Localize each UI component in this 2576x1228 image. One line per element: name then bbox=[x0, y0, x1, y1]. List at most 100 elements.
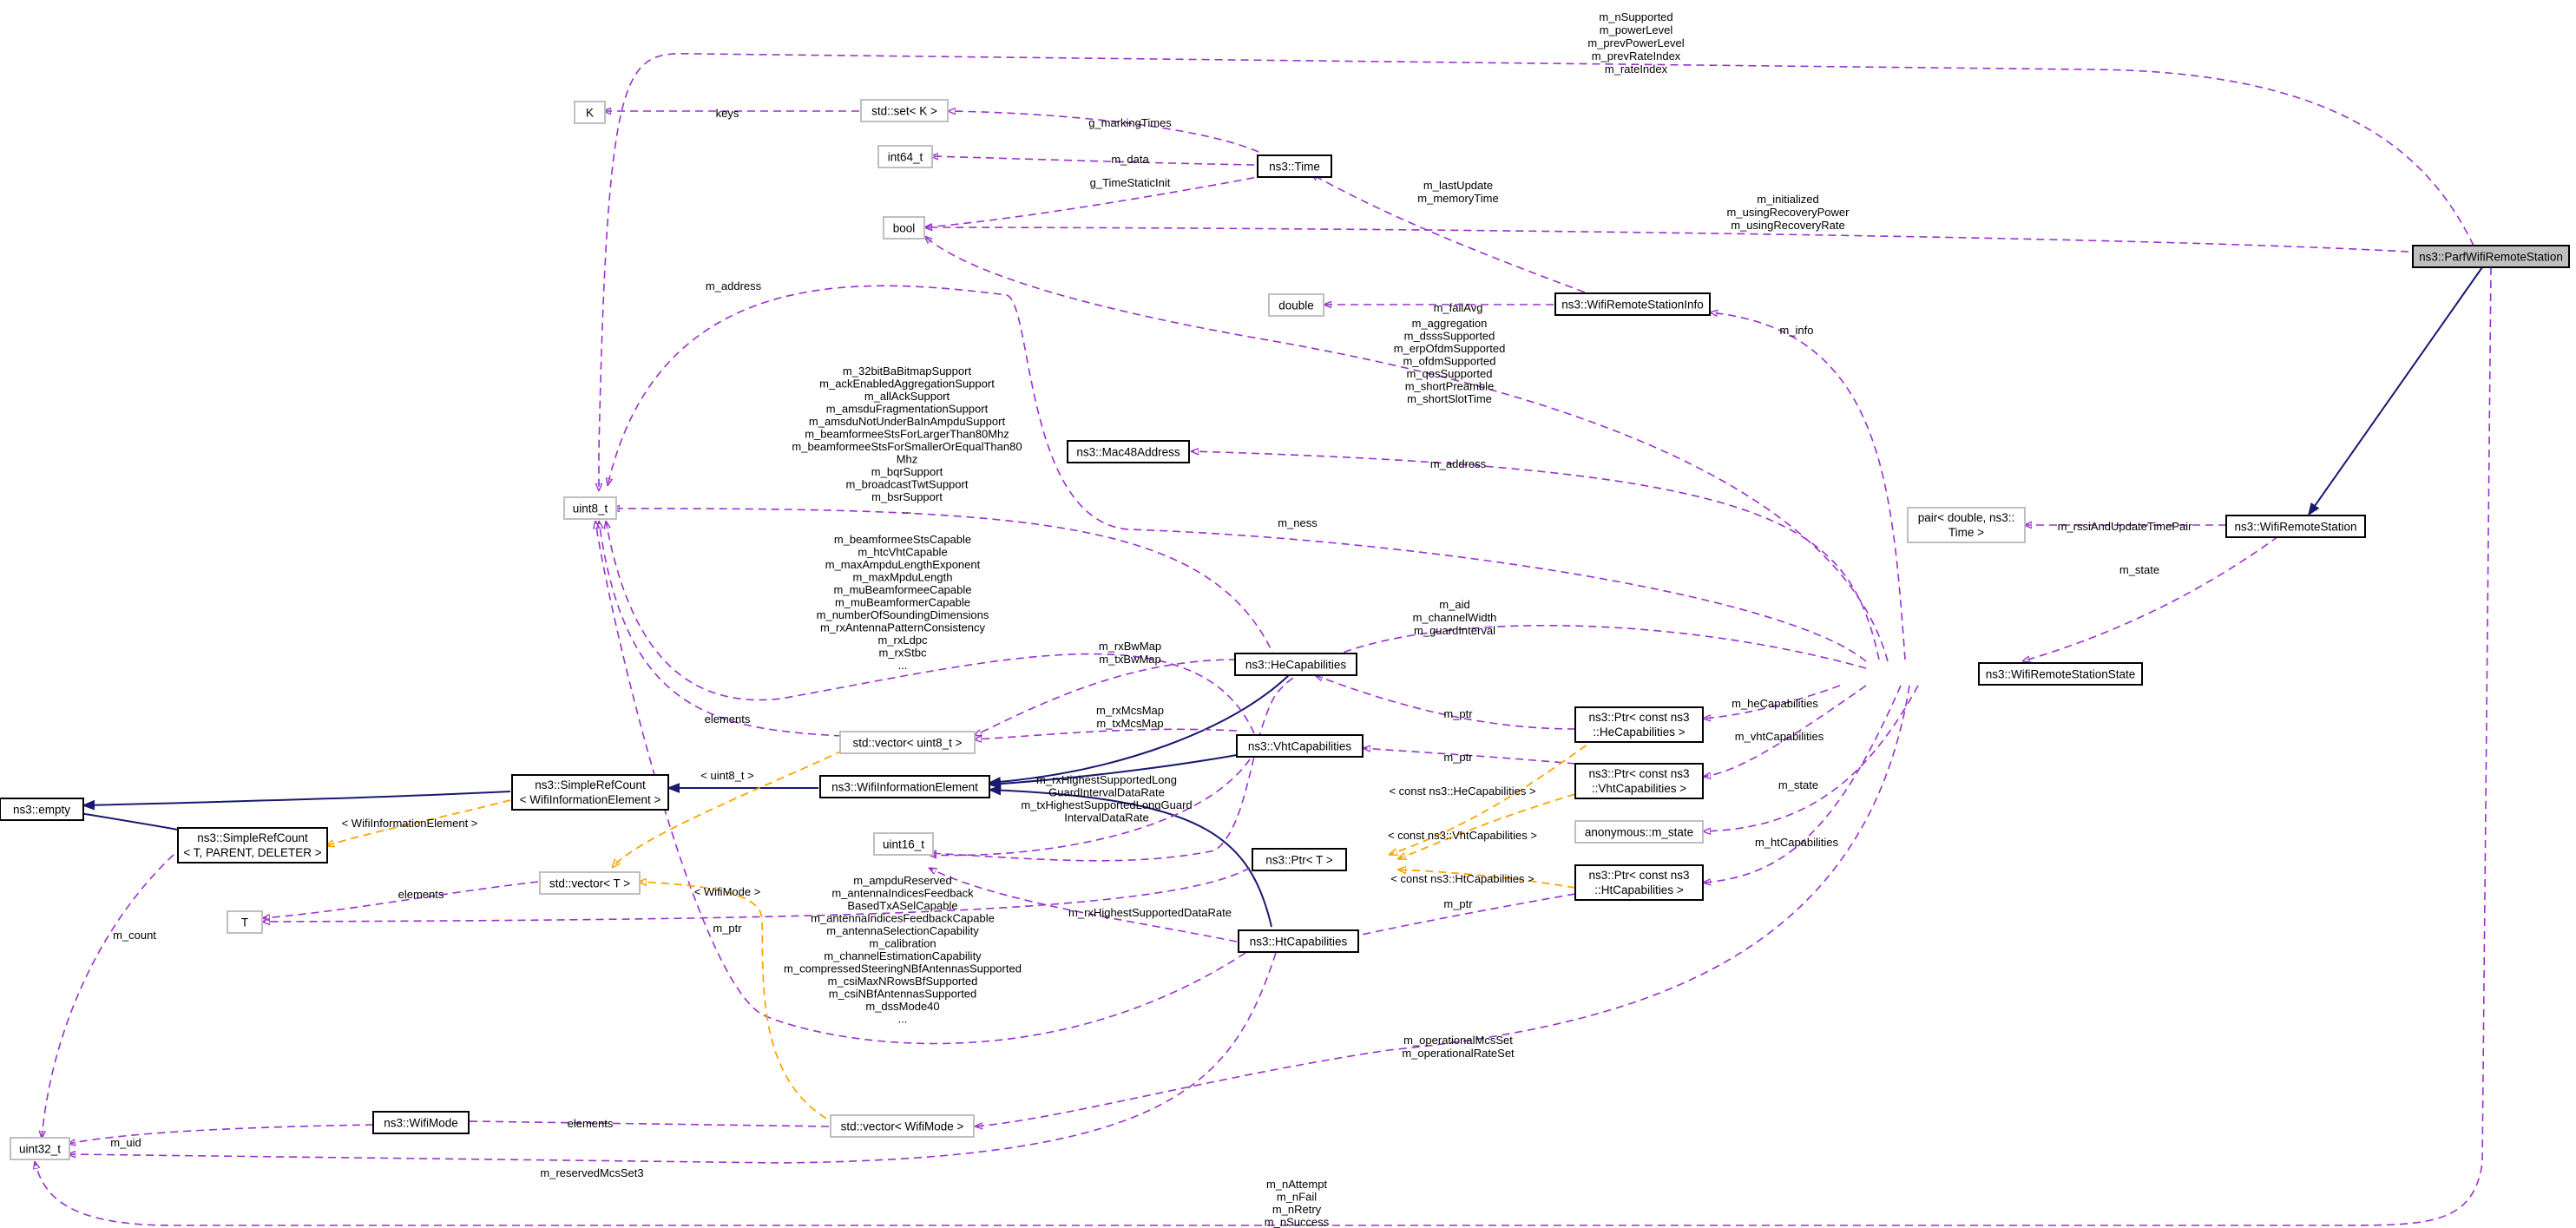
edge-label-line: m_rxBwMap bbox=[1099, 640, 1161, 653]
node-wrs[interactable]: ns3::WifiRemoteStation bbox=[2225, 515, 2366, 538]
edge-label-line: m_ptr bbox=[713, 922, 742, 935]
node-box bbox=[177, 827, 328, 864]
edge-srcwie-to-empty bbox=[83, 791, 511, 805]
node-vecWM[interactable]: std::vector< WifiMode > bbox=[830, 1114, 975, 1138]
node-bool[interactable]: bool bbox=[883, 216, 925, 240]
edge-label-keys: keys bbox=[716, 107, 739, 120]
node-htcap[interactable]: ns3::HtCapabilities bbox=[1238, 929, 1359, 953]
edge-vht-to-wie bbox=[989, 754, 1238, 785]
edge-wrss-to-vecwm bbox=[975, 685, 1910, 1126]
edge-label-line: m_channelEstimationCapability bbox=[824, 949, 982, 962]
edge-vecwm-to-wifimode-like bbox=[423, 1121, 830, 1127]
edge-label-line: m_calibration bbox=[869, 937, 936, 950]
node-time[interactable]: ns3::Time bbox=[1257, 154, 1332, 178]
node-setK[interactable]: std::set< K > bbox=[860, 99, 949, 122]
node-label: ns3::Ptr< const ns3 bbox=[1589, 869, 1690, 882]
node-srcwie[interactable]: ns3::SimpleRefCount< WifiInformationElem… bbox=[511, 774, 669, 811]
node-vecU8[interactable]: std::vector< uint8_t > bbox=[839, 731, 976, 754]
edge-label-line: m_htcVhtCapable bbox=[858, 546, 947, 559]
node-box bbox=[574, 101, 606, 124]
edge-label-failAvg: m_failAvg bbox=[1434, 301, 1483, 314]
node-vhtcap[interactable]: ns3::VhtCapabilities bbox=[1236, 734, 1364, 758]
node-label: int64_t bbox=[888, 151, 923, 164]
node-label: ::HeCapabilities > bbox=[1593, 726, 1685, 739]
node-wrsi[interactable]: ns3::WifiRemoteStationInfo bbox=[1554, 292, 1711, 316]
edge-wrss-to-anon bbox=[1703, 685, 1919, 831]
node-vecT[interactable]: std::vector< T > bbox=[539, 871, 641, 895]
edge-srcwie-tmpl bbox=[325, 799, 511, 846]
node-parf[interactable]: ns3::ParfWifiRemoteStation bbox=[2412, 245, 2570, 268]
edge-label-line: m_operationalRateSet bbox=[1402, 1047, 1515, 1060]
edge-label-line: m_antennaIndicesFeedbackCapable bbox=[811, 912, 995, 925]
edge-label-line: m_memoryTime bbox=[1417, 192, 1498, 205]
node-pair[interactable]: pair< double, ns3::Time > bbox=[1907, 507, 2026, 543]
node-label: < WifiInformationElement > bbox=[520, 793, 661, 806]
edge-vecu8-to-uint8 bbox=[599, 521, 843, 737]
node-label: ns3::WifiRemoteStationInfo bbox=[1561, 299, 1704, 312]
edge-label-line: m_rxAntennaPatternConsistency bbox=[820, 621, 986, 634]
edge-label-vhtTmpl: < const ns3::VhtCapabilities > bbox=[1388, 829, 1537, 842]
edge-label-line: m_broadcastTwtSupport bbox=[846, 478, 969, 491]
node-label: std::set< K > bbox=[871, 105, 937, 118]
node-label: ns3::Ptr< const ns3 bbox=[1589, 711, 1690, 724]
node-label: double bbox=[1278, 299, 1314, 312]
edge-label-line: keys bbox=[716, 107, 739, 120]
node-hecap[interactable]: ns3::HeCapabilities bbox=[1234, 653, 1357, 676]
edge-label-line: m_muBeamformerCapable bbox=[835, 596, 970, 609]
node-int64[interactable]: int64_t bbox=[877, 145, 933, 168]
edge-label-line: ... bbox=[903, 503, 912, 516]
node-box bbox=[860, 99, 949, 122]
edge-label-line: elements bbox=[398, 888, 444, 901]
edge-ptrvht-to-vhtcap bbox=[1363, 748, 1576, 765]
node-label: uint8_t bbox=[573, 502, 608, 515]
node-wrss[interactable]: ns3::WifiRemoteStationState bbox=[1978, 662, 2143, 686]
edge-label-rssiPair: m_rssiAndUpdateTimePair bbox=[2058, 520, 2193, 533]
edge-label-line: m_info bbox=[1779, 324, 1813, 337]
node-ptrVht[interactable]: ns3::Ptr< const ns3::VhtCapabilities > bbox=[1574, 763, 1704, 799]
node-ptrHe[interactable]: ns3::Ptr< const ns3::HeCapabilities > bbox=[1574, 706, 1704, 743]
node-K[interactable]: K bbox=[574, 101, 606, 124]
node-wie[interactable]: ns3::WifiInformationElement bbox=[819, 775, 990, 798]
edge-label-line: m_beamformeeStsCapable bbox=[834, 533, 971, 546]
node-box bbox=[883, 216, 925, 240]
node-wifimode[interactable]: ns3::WifiMode bbox=[372, 1111, 470, 1134]
node-box bbox=[10, 1137, 70, 1160]
node-uint16[interactable]: uint16_t bbox=[873, 832, 934, 856]
node-label: bool bbox=[893, 222, 916, 235]
node-T[interactable]: T bbox=[227, 910, 263, 934]
node-double[interactable]: double bbox=[1268, 293, 1324, 317]
edge-label-line: m_state bbox=[2119, 563, 2159, 576]
edge-label-line: m_antennaSelectionCapability bbox=[826, 924, 979, 937]
node-empty[interactable]: ns3::empty bbox=[0, 798, 84, 821]
edge-ptrt-to-t bbox=[262, 867, 1251, 922]
node-anon[interactable]: anonymous::m_state bbox=[1574, 820, 1704, 844]
edge-label-line: BasedTxASelCapable bbox=[847, 899, 957, 912]
edge-label-line: m_rxHighestSupportedDataRate bbox=[1068, 906, 1232, 919]
node-label: std::vector< uint8_t > bbox=[852, 737, 962, 750]
node-ptrT[interactable]: ns3::Ptr< T > bbox=[1252, 848, 1347, 871]
edge-label-line: m_aggregation bbox=[1412, 317, 1488, 330]
node-uint8[interactable]: uint8_t bbox=[563, 496, 617, 520]
node-mac48[interactable]: ns3::Mac48Address bbox=[1067, 440, 1190, 463]
edge-label-line: m_powerLevel bbox=[1600, 23, 1673, 36]
node-uint32[interactable]: uint32_t bbox=[10, 1137, 70, 1160]
edge-label-line: g_TimeStaticInit bbox=[1090, 176, 1171, 189]
edge-wrss-to-mac48 bbox=[1191, 451, 1880, 660]
edge-label-line: m_txMcsMap bbox=[1096, 717, 1163, 730]
node-label: ns3::WifiMode bbox=[384, 1117, 458, 1130]
edge-label-line: < WifiInformationElement > bbox=[342, 817, 478, 830]
edge-label-line: m_antennaIndicesFeedback bbox=[831, 887, 974, 900]
edge-label-line: m_ofdmSupported bbox=[1403, 355, 1496, 368]
edge-label-line: < const ns3::HtCapabilities > bbox=[1390, 872, 1534, 885]
edge-label-line: m_rateIndex bbox=[1605, 62, 1668, 76]
edge-vecwm-tmpl bbox=[638, 882, 838, 1126]
node-ptrHt[interactable]: ns3::Ptr< const ns3::HtCapabilities > bbox=[1574, 864, 1704, 901]
node-srct[interactable]: ns3::SimpleRefCount< T, PARENT, DELETER … bbox=[177, 827, 328, 864]
edge-he-to-wie bbox=[989, 674, 1290, 783]
edge-label-line: m_numberOfSoundingDimensions bbox=[817, 608, 989, 621]
